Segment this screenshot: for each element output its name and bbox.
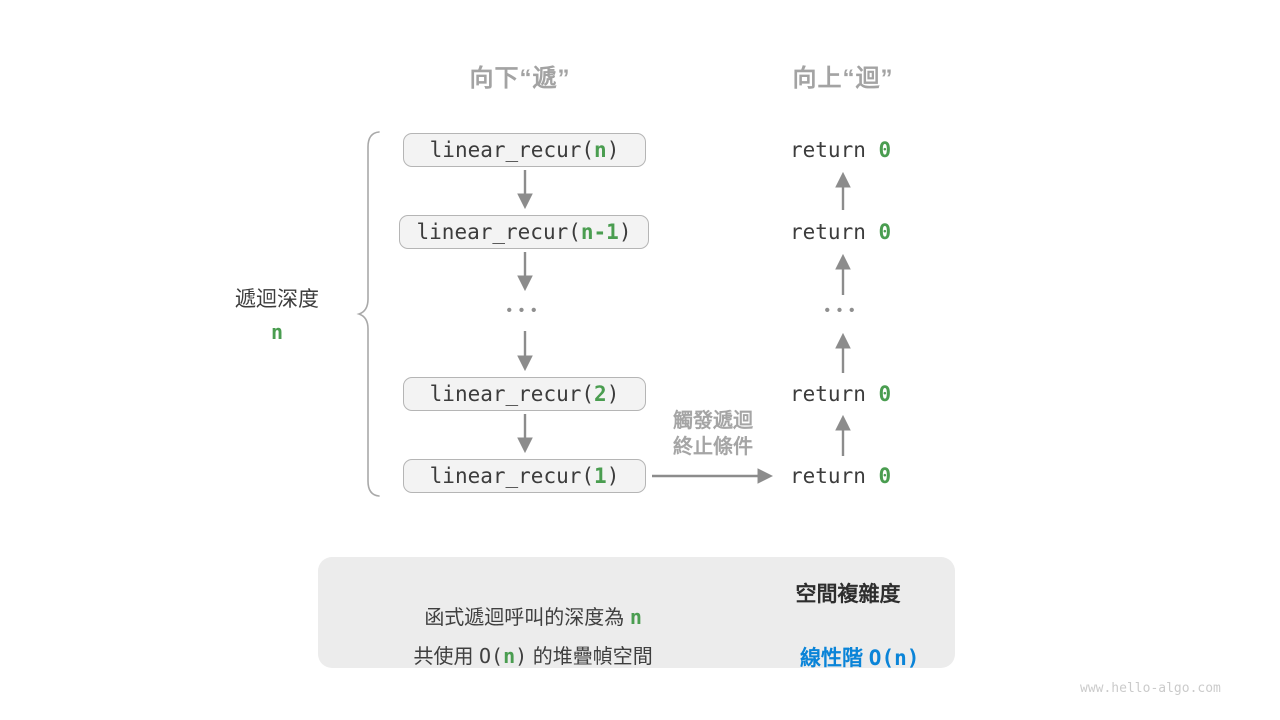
- summary-line2-post: 的堆疊幀空間: [527, 646, 653, 668]
- call-box-text: ): [606, 138, 620, 162]
- return-row: return 0: [790, 377, 910, 411]
- call-box-text: ): [606, 464, 620, 488]
- call-box-arg: 1: [594, 464, 607, 488]
- return-value: 0: [878, 220, 892, 244]
- summary-result-code: O(n): [868, 646, 920, 670]
- summary-line1: 函式遞迴呼叫的深度為 n: [327, 578, 717, 653]
- header-descend: 向下“遞”: [469, 65, 571, 92]
- watermark: www.hello-algo.com: [1080, 681, 1221, 696]
- call-box-arg: 2: [594, 382, 607, 406]
- return-row: return 0: [790, 459, 910, 493]
- call-box-text: ): [618, 220, 632, 244]
- depth-brace-icon: [356, 131, 380, 497]
- summary-result-title: 空間複雜度: [795, 583, 901, 606]
- header-ascend: 向上“迴”: [792, 65, 894, 92]
- return-value: 0: [878, 464, 892, 488]
- summary-result-text: 線性階: [799, 647, 869, 670]
- call-box-n-1: linear_recur(n-1): [399, 215, 649, 249]
- summary-line2-pre: 共使用: [413, 646, 480, 668]
- return-keyword: return: [790, 464, 879, 488]
- terminate-label-line1: 觸發遞迴: [673, 410, 753, 432]
- call-box-2: linear_recur(2): [403, 377, 646, 411]
- summary-line2-value: n: [503, 644, 516, 668]
- call-box-text: linear_recur(: [429, 464, 595, 488]
- return-keyword: return: [790, 382, 879, 406]
- call-box-arg: n-1: [580, 220, 619, 244]
- summary-line2-close: ): [515, 644, 528, 668]
- return-row: return 0: [790, 215, 910, 249]
- return-row: return 0: [790, 133, 910, 167]
- terminate-label-line2: 終止條件: [673, 436, 753, 458]
- return-keyword: return: [790, 138, 879, 162]
- depth-value: n: [270, 320, 284, 344]
- terminate-label: 觸發遞迴 終止條件: [648, 408, 778, 460]
- return-value: 0: [878, 382, 892, 406]
- ellipsis-left: •••: [506, 302, 544, 319]
- summary-result-value: 線性階 O(n): [743, 618, 953, 696]
- call-box-1: linear_recur(1): [403, 459, 646, 493]
- summary-line1-value: n: [629, 605, 642, 629]
- call-box-text: linear_recur(: [429, 138, 595, 162]
- return-keyword: return: [790, 220, 879, 244]
- summary-line2-open: O(: [479, 644, 504, 668]
- ellipsis-right: •••: [824, 302, 862, 319]
- summary-line1-text: 函式遞迴呼叫的深度為: [424, 607, 630, 629]
- call-box-arg: n: [594, 138, 607, 162]
- return-value: 0: [878, 138, 892, 162]
- call-box-text: linear_recur(: [416, 220, 581, 244]
- summary-line2: 共使用 O(n) 的堆疊幀空間: [327, 617, 717, 692]
- depth-label: 遞迴深度: [235, 288, 319, 311]
- call-box-text: ): [606, 382, 620, 406]
- call-box-n: linear_recur(n): [403, 133, 646, 167]
- summary-card: [318, 557, 955, 668]
- call-box-text: linear_recur(: [429, 382, 595, 406]
